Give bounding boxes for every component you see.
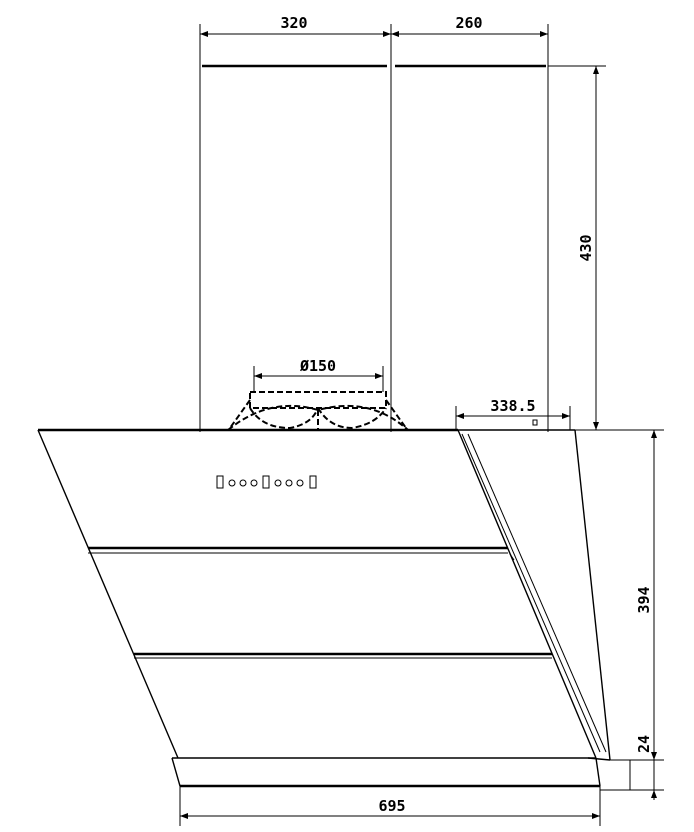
control-button-6[interactable] [274,479,282,487]
depth-top-label: 338.5 [490,397,535,415]
control-button-3[interactable] [239,479,247,487]
hood-width-dimension: 695 [179,786,601,826]
chimney-width-front-label: 320 [280,14,307,32]
depth-dimension: 338.5 [455,397,571,430]
control-button-9[interactable] [309,475,317,489]
chimney-width-side-label: 260 [455,14,482,32]
control-button-8[interactable] [296,479,304,487]
control-button-7[interactable] [285,479,293,487]
control-panel [216,475,317,489]
chimney-height-label: 430 [577,234,595,261]
hood-canopy [37,428,597,759]
chimney-height-dimension: 430 [548,65,606,430]
duct-outlet: Ø150 [227,357,409,431]
duct-diameter-label: Ø150 [299,357,336,375]
control-button-5[interactable] [262,475,270,489]
chimney-width-dimension: 320 260 [199,14,549,432]
control-button-2[interactable] [228,479,236,487]
control-button-1[interactable] [216,475,224,489]
bottom-strip [171,757,601,788]
hood-height-label: 394 [635,586,653,613]
hood-side-profile [458,429,611,761]
hood-width-label: 695 [378,797,405,815]
hood-height-dimension: 394 24 [575,429,664,800]
bottom-strip-height-label: 24 [635,735,653,753]
control-button-4[interactable] [250,479,258,487]
